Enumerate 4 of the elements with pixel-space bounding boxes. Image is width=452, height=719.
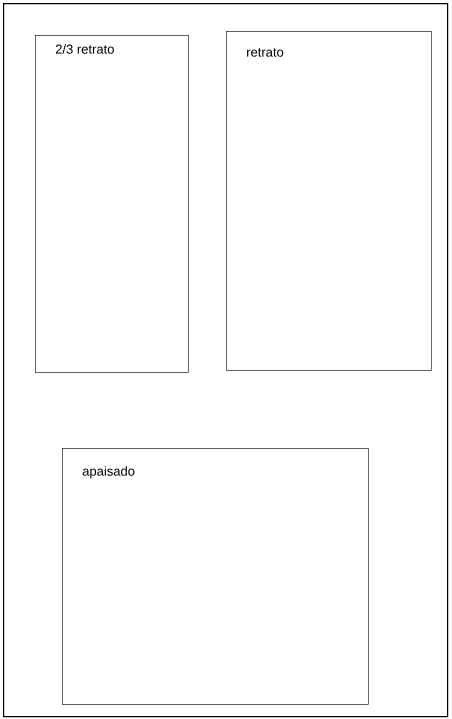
labeled-box: retrato — [226, 31, 432, 371]
labeled-box: 2/3 retrato — [35, 35, 189, 373]
labeled-box: apaisado — [62, 448, 369, 705]
frame — [3, 2, 448, 718]
